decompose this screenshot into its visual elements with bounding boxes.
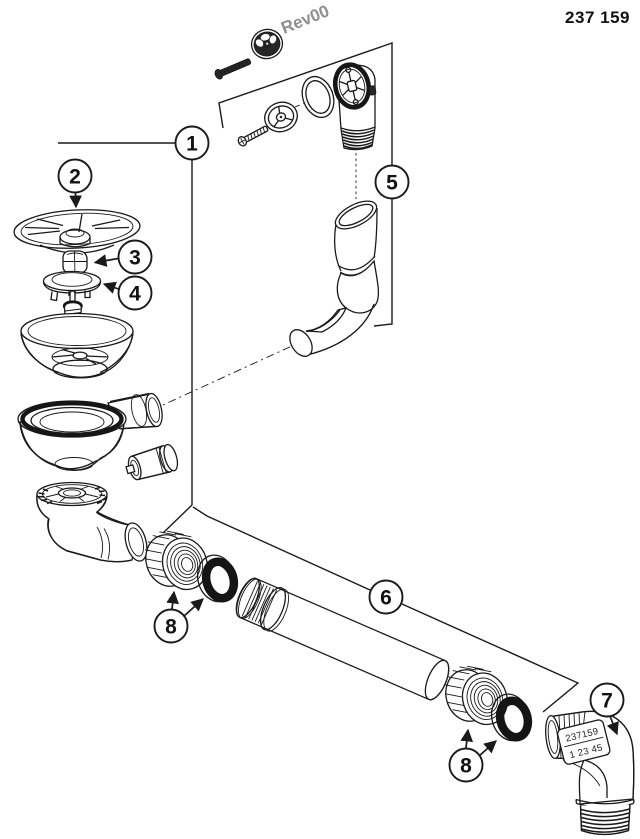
svg-text:3: 3 (129, 247, 141, 270)
callout-6: 6 (368, 579, 404, 615)
svg-text:6: 6 (380, 587, 392, 610)
overflow-connector-cylinder (125, 443, 179, 481)
svg-text:4: 4 (129, 283, 141, 306)
svg-text:8: 8 (165, 616, 177, 639)
outlet-elbow: 237159 1 23 45 (545, 710, 635, 836)
svg-text:7: 7 (601, 690, 613, 713)
overflow-rosette-outline (264, 101, 298, 133)
overflow-rosette-dark (250, 28, 284, 60)
strainer-dish (13, 209, 141, 254)
pipe-washer-1 (196, 554, 239, 603)
callout-2: 2 (57, 158, 93, 209)
callout-7: 7 (589, 682, 625, 736)
group-brackets (58, 42, 580, 713)
callout-8-second: 8 (448, 728, 497, 783)
callout-5: 5 (374, 164, 410, 200)
svg-text:8: 8 (460, 755, 472, 778)
callout-1: 1 (174, 125, 210, 161)
revision-text: Rev00 (278, 1, 332, 37)
housing-clip (368, 85, 377, 96)
pipe-washer-2 (490, 693, 533, 742)
overflow-housing (332, 62, 377, 151)
overflow-screw-outline (237, 125, 269, 147)
elbow-stamp: 237159 1 23 45 (557, 719, 611, 765)
drain-to-elbow-axis (151, 344, 295, 411)
drain-body (17, 392, 163, 471)
part-number-text: 237 159 (565, 8, 630, 27)
svg-text:5: 5 (386, 172, 398, 195)
basket-strainer (20, 312, 134, 379)
callout-8-first: 8 (153, 590, 204, 644)
callout-4: 4 (102, 275, 153, 311)
tailpiece-funnel (36, 481, 148, 563)
callout-3: 3 (93, 239, 153, 275)
overflow-screw-dark (214, 58, 252, 80)
svg-text:1: 1 (186, 133, 198, 156)
square-knob (62, 250, 88, 274)
drain-pipe (235, 577, 450, 701)
pipe-nut-2 (444, 665, 508, 726)
overflow-oval-pipe (289, 200, 380, 357)
overflow-gasket-ring (301, 75, 335, 119)
svg-text:2: 2 (69, 166, 81, 189)
pipe-nut-1 (144, 530, 208, 591)
